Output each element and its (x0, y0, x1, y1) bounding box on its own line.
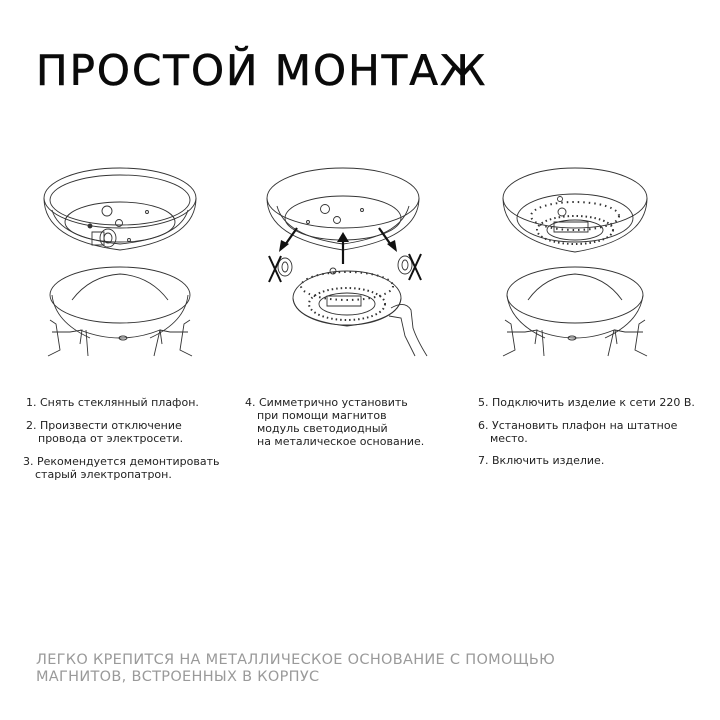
glass-shade (50, 267, 190, 356)
hands-icon (48, 320, 192, 356)
steps-column-1: 1. Снять стеклянный плафон. 2. Произвест… (23, 396, 219, 490)
footer-line-1: ЛЕГКО КРЕПИТСЯ НА МЕТАЛЛИЧЕСКОЕ ОСНОВАНИ… (36, 652, 556, 668)
illustration-install-module (255, 160, 455, 360)
step-line: на металическое основание. (257, 435, 425, 448)
illustration-remove-shade (30, 160, 220, 360)
step-line: 4. Симметрично установить (245, 396, 408, 409)
step-line: провода от электросети. (38, 432, 184, 445)
step-5: 5. Подключить изделие к сети 220 В. (478, 396, 695, 409)
arrow-down-left-icon (279, 228, 297, 252)
step-line: при помощи магнитов (257, 409, 387, 422)
arrow-up-icon (337, 232, 349, 264)
step-4: 4. Симметрично установить при помощи маг… (245, 396, 424, 448)
ceiling-base-with-module (503, 168, 647, 252)
ceiling-base (44, 168, 196, 250)
step-line: 6. Установить плафон на штатное (478, 419, 678, 432)
footer-note: ЛЕГКО КРЕПИТСЯ НА МЕТАЛЛИЧЕСКОЕ ОСНОВАНИ… (36, 652, 555, 686)
glass-shade (507, 267, 643, 356)
step-7: 7. Включить изделие. (478, 454, 695, 467)
step-line: старый электропатрон. (35, 468, 172, 481)
arrow-down-right-icon (379, 228, 397, 252)
hands-icon (503, 320, 647, 356)
step-line: 2. Произвести отключение (26, 419, 182, 432)
footer-line-2: МАГНИТОВ, ВСТРОЕННЫХ В КОРПУС (36, 669, 320, 685)
step-2: 2. Произвести отключение провода от элек… (26, 419, 219, 445)
step-1: 1. Снять стеклянный плафон. (26, 396, 219, 409)
step-3: 3. Рекомендуется демонтировать старый эл… (23, 455, 219, 481)
removed-socket-left-icon (269, 256, 292, 282)
step-6: 6. Установить плафон на штатное место. (478, 419, 695, 445)
steps-column-2: 4. Симметрично установить при помощи маг… (245, 396, 424, 457)
step-line: место. (490, 432, 528, 445)
hand-icon (389, 304, 427, 356)
step-line: 7. Включить изделие. (478, 454, 605, 467)
step-line: 5. Подключить изделие к сети 220 В. (478, 396, 695, 409)
page-title: ПРОСТОЙ МОНТАЖ (36, 46, 488, 95)
step-line: 1. Снять стеклянный плафон. (26, 396, 199, 409)
old-socket-icon (92, 229, 116, 247)
steps-column-3: 5. Подключить изделие к сети 220 В. 6. У… (478, 396, 695, 476)
step-line: модуль светодиодный (257, 422, 388, 435)
step-line: 3. Рекомендуется демонтировать (23, 455, 220, 468)
removed-socket-right-icon (398, 254, 421, 280)
led-module (293, 268, 401, 326)
illustration-reattach-shade (490, 160, 660, 360)
